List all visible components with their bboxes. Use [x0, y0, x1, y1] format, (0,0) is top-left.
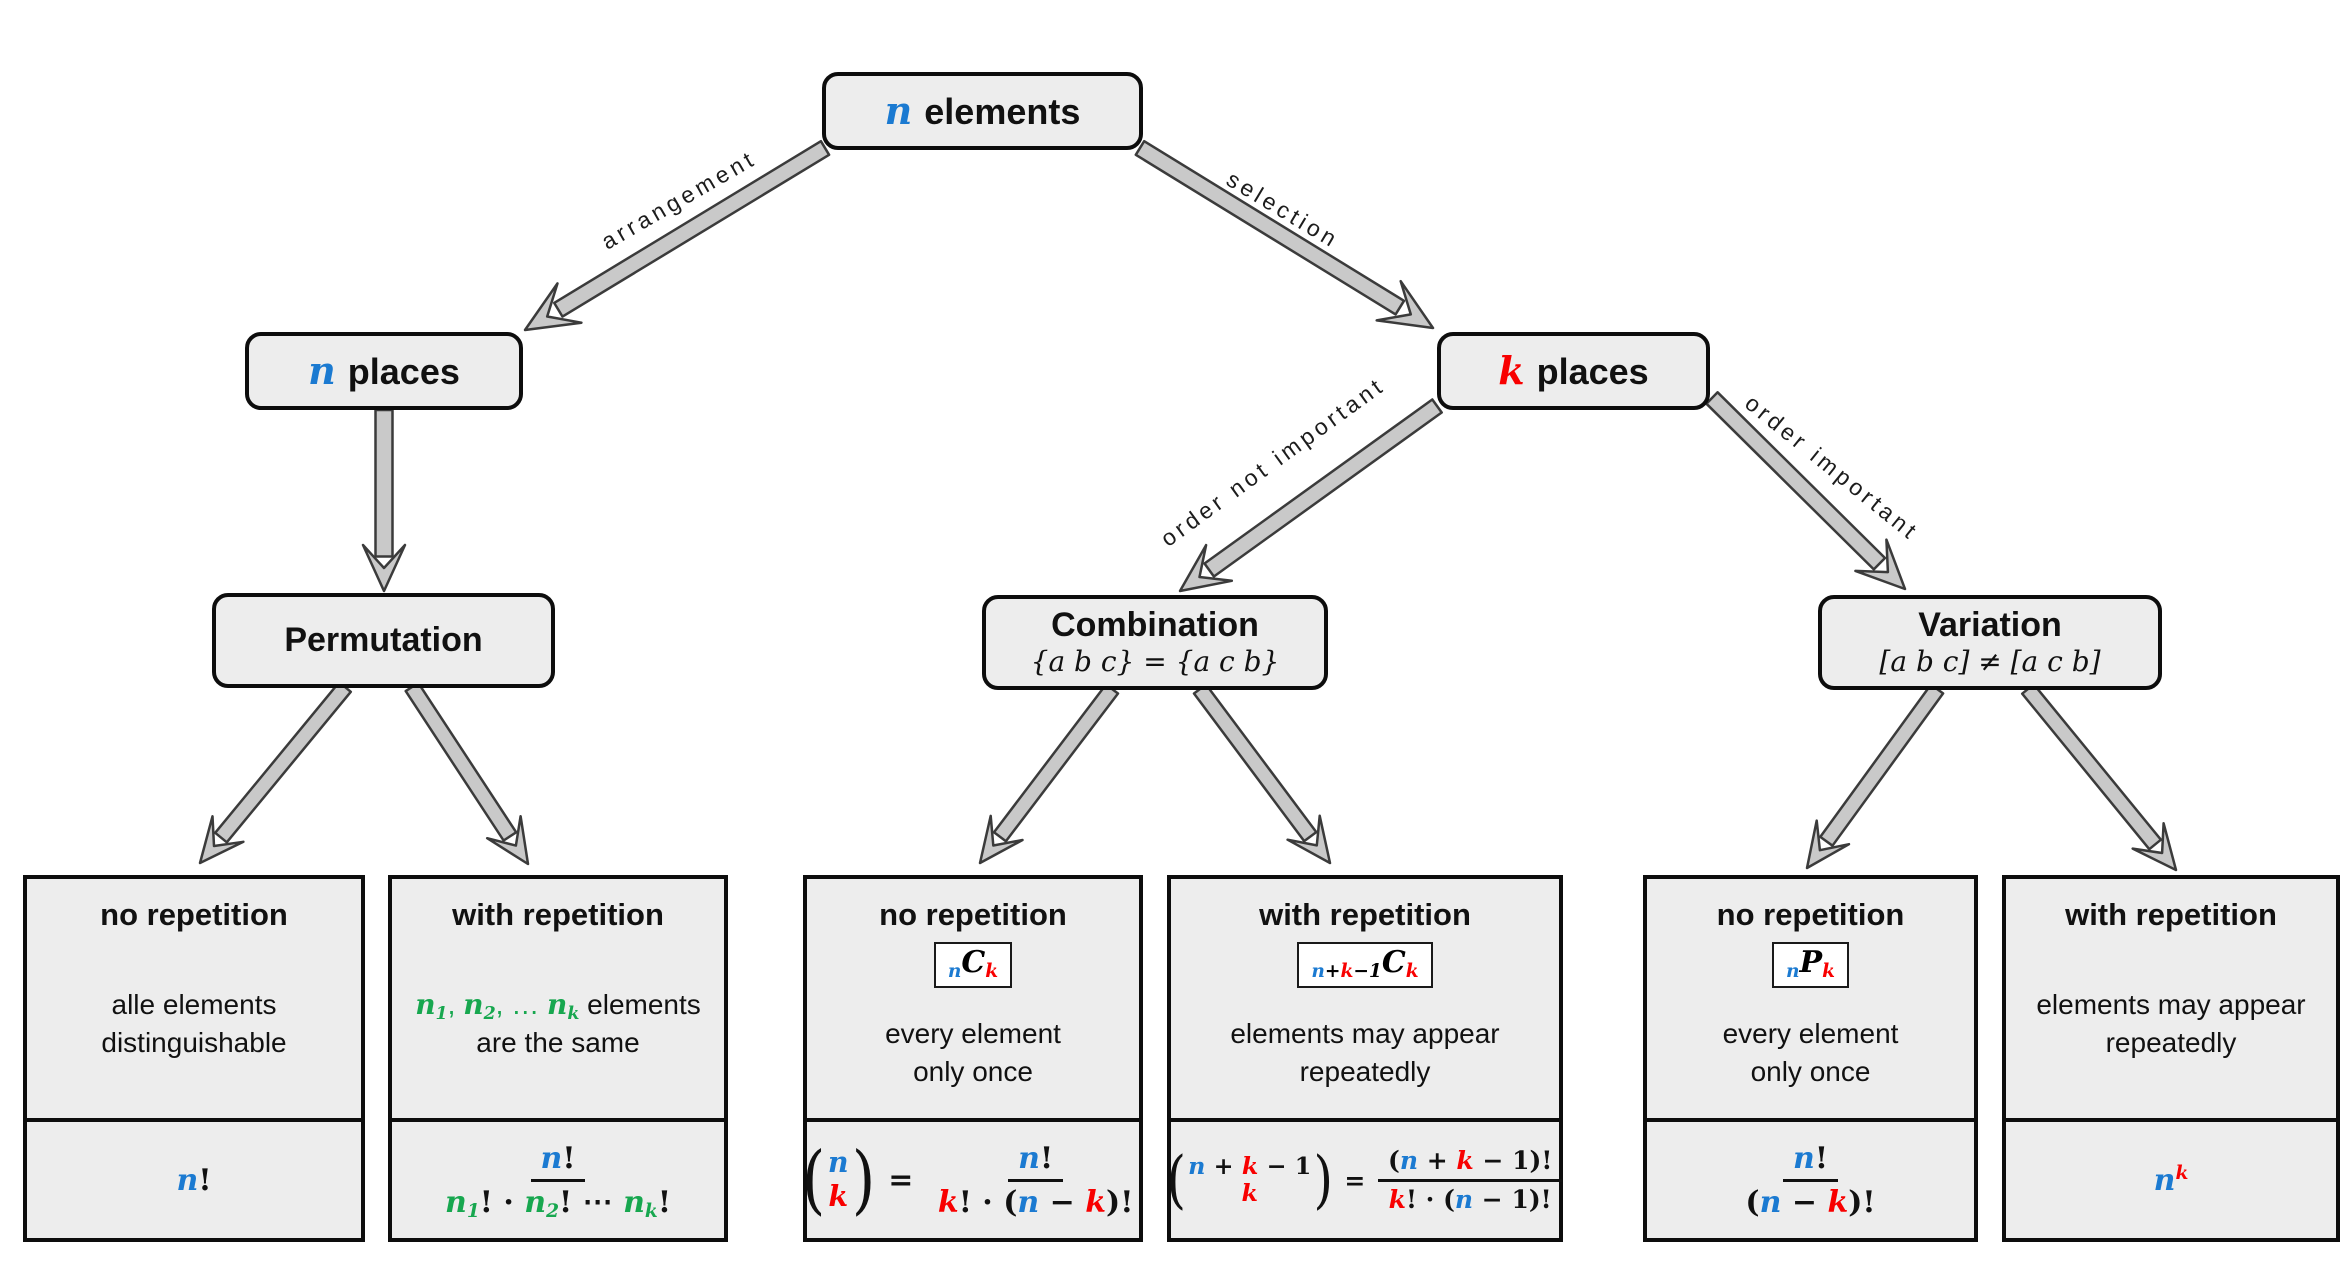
node-permutation-title: Permutation	[284, 620, 483, 659]
desc-line: distinguishable	[101, 1027, 287, 1058]
arrow	[1375, 279, 1435, 330]
desc-line: are the same	[476, 1027, 640, 1058]
arrow	[552, 139, 831, 318]
desc-line: repeatedly	[1299, 1056, 1431, 1087]
arrow	[1705, 391, 1887, 571]
arrow	[1178, 543, 1234, 593]
arrow	[1203, 398, 1443, 578]
node-permutation: Permutation	[212, 593, 555, 688]
leaf-title: no repetition	[879, 897, 1067, 932]
leaf-title: with repetition	[452, 897, 664, 932]
leaf-formula-area: n!n1! · n2! ⋯ nk!	[392, 1118, 724, 1238]
leaf-desc: elements may appear repeatedly	[2036, 930, 2305, 1112]
arrow	[1854, 538, 1907, 591]
node-combination-title: Combination	[1051, 605, 1259, 644]
arrow	[1192, 683, 1318, 843]
leaf-description-area: no repetition nPk every element only onc…	[1647, 879, 1974, 1118]
leaf-desc: elements may appear repeatedly	[1230, 988, 1499, 1112]
desc-line: n1, n2, … nk elements	[415, 988, 701, 1025]
math-var-n: n	[884, 88, 913, 133]
arrow	[1805, 819, 1851, 870]
leaf-combination-with-repetition: with repetition n+k−1Ck elements may app…	[1166, 875, 1563, 1242]
arrow	[523, 282, 583, 332]
leaf-title: with repetition	[2065, 897, 2277, 932]
formula: n!(n − k)!	[1745, 1140, 1876, 1220]
leaf-description-area: with repetition n+k−1Ck elements may app…	[1171, 879, 1559, 1118]
leaf-formula-area: nk	[2006, 1118, 2336, 1238]
leaf-combination-no-repetition: no repetition nCk every element only onc…	[802, 875, 1143, 1242]
node-variation-title: Variation	[1918, 605, 2062, 644]
leaf-variation-with-repetition: with repetition elements may appear repe…	[2002, 875, 2340, 1242]
desc-line: elements may appear	[2036, 989, 2306, 1021]
desc-line: only once	[913, 1056, 1033, 1087]
node-variation: Variation [a b c] ≠ [a c b]	[1818, 595, 2162, 690]
node-combination: Combination {a b c} = {a c b}	[982, 595, 1328, 690]
desc-line: every element	[885, 1018, 1061, 1050]
symbol-box: nCk	[933, 942, 1013, 988]
arrow	[1286, 814, 1332, 865]
leaf-formula-area: n!(n − k)!	[1647, 1118, 1974, 1238]
leaf-description-area: with repetition n1, n2, … nk elements ar…	[392, 879, 724, 1118]
arrow	[992, 683, 1120, 843]
desc-line: only once	[1750, 1056, 1871, 1087]
arrow	[485, 814, 530, 866]
formula: nk	[2153, 1162, 2189, 1198]
leaf-description-area: no repetition alle elements distinguisha…	[27, 879, 361, 1118]
leaf-title: no repetition	[100, 897, 288, 932]
arrow	[1819, 683, 1945, 847]
formula: n!	[176, 1162, 212, 1198]
leaf-formula-area: n!	[27, 1118, 361, 1238]
desc-line: repeatedly	[2105, 1027, 2237, 1058]
leaf-variation-no-repetition: no repetition nPk every element only onc…	[1643, 875, 1978, 1242]
arrow	[404, 681, 518, 842]
leaf-permutation-no-repetition: no repetition alle elements distinguisha…	[23, 875, 365, 1242]
leaf-title: no repetition	[1716, 897, 1905, 932]
node-combination-subtitle: {a b c} = {a c b}	[1030, 645, 1280, 679]
math-var-k: k	[1498, 348, 1525, 393]
leaf-description-area: no repetition nCk every element only onc…	[807, 879, 1139, 1118]
leaf-desc: alle elements distinguishable	[101, 930, 286, 1112]
arrow	[2131, 822, 2178, 872]
arrow	[2020, 683, 2163, 851]
arrow	[198, 815, 245, 865]
math-var-n: n	[308, 348, 336, 393]
leaf-title: with repetition	[1259, 897, 1471, 932]
arrow	[1134, 139, 1406, 316]
arrow	[374, 408, 394, 558]
formula: n!n1! · n2! ⋯ nk!	[445, 1140, 671, 1222]
leaf-desc: every element only once	[885, 988, 1061, 1112]
desc-line: every element	[1722, 1018, 1899, 1050]
arrow	[213, 680, 353, 844]
desc-line: alle elements	[111, 989, 277, 1021]
desc-line: elements may appear	[1230, 1018, 1500, 1050]
node-variation-subtitle: [a b c] ≠ [a c b]	[1879, 645, 2101, 679]
leaf-desc: n1, n2, … nk elements are the same	[415, 930, 701, 1112]
arrow	[361, 543, 407, 593]
arrow	[978, 814, 1024, 865]
symbol-box: n+k−1Ck	[1297, 942, 1433, 988]
leaf-desc: every element only once	[1723, 988, 1899, 1112]
leaf-description-area: with repetition elements may appear repe…	[2006, 879, 2336, 1118]
leaf-permutation-with-repetition: with repetition n1, n2, … nk elements ar…	[388, 875, 728, 1242]
symbol-box: nPk	[1772, 942, 1849, 988]
